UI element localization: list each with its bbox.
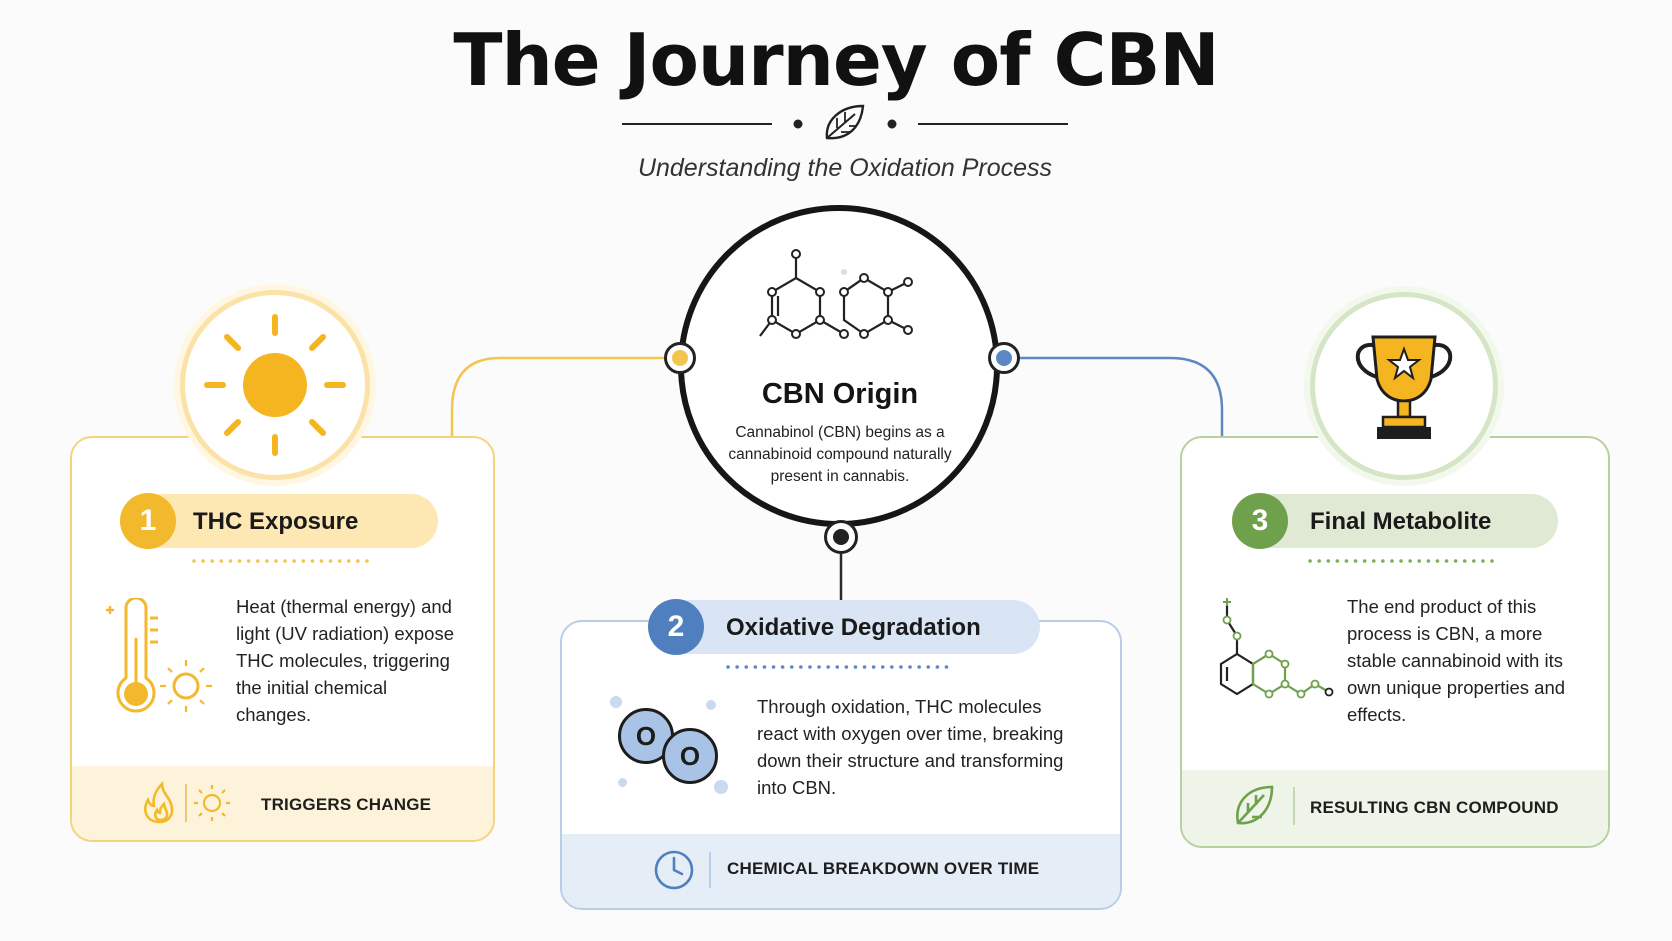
- step-body: The end product of this process is CBN, …: [1347, 596, 1566, 725]
- step-body: Through oxidation, THC molecules react w…: [757, 696, 1064, 798]
- dotted-divider: [192, 559, 372, 563]
- leaf-icon: [1236, 785, 1295, 825]
- flame-icon: [144, 780, 174, 824]
- center-description: Cannabinol (CBN) begins as a cannabinoid…: [728, 424, 952, 485]
- oxygen-molecule-icon: O O: [604, 690, 734, 800]
- sun-icon-circle: [180, 290, 370, 480]
- step-number: 3: [1232, 493, 1288, 549]
- step-body: Heat (thermal energy) and light (UV radi…: [236, 596, 454, 725]
- sun-icon: [204, 314, 346, 456]
- title-divider: [622, 104, 1068, 140]
- footer-label: CHEMICAL BREAKDOWN OVER TIME: [727, 859, 1040, 878]
- footer-icons: [144, 780, 230, 824]
- step-number: 1: [120, 493, 176, 549]
- oxygen-atom: O: [618, 708, 674, 764]
- molecule-icon: [759, 249, 913, 339]
- step-label: THC Exposure: [193, 508, 359, 535]
- thermometer-icon: [106, 598, 212, 713]
- dotted-divider: [726, 665, 952, 669]
- left-connector-node: [664, 342, 696, 374]
- leaf-icon: [825, 104, 865, 140]
- trophy-icon-circle: [1310, 292, 1498, 480]
- right-connector-node: [988, 342, 1020, 374]
- step-card-oxidative-degradation: [560, 620, 1122, 910]
- bottom-connector-node: [824, 520, 858, 554]
- dotted-divider: [1308, 559, 1496, 563]
- clock-icon: [654, 850, 711, 890]
- card-footer: [72, 766, 493, 840]
- center-title: CBN Origin: [761, 378, 919, 410]
- cbn-molecule-icon: [1219, 598, 1334, 699]
- trophy-icon: [1355, 335, 1453, 439]
- subtitle: Understanding the Oxidation Process: [637, 154, 1053, 182]
- footer-label: RESULTING CBN COMPOUND: [1310, 798, 1559, 817]
- sun-small-icon: [194, 785, 230, 821]
- page-title: The Journey of CBN: [453, 18, 1219, 102]
- footer-label: TRIGGERS CHANGE: [261, 795, 432, 814]
- oxygen-atom: O: [662, 728, 718, 784]
- step-number: 2: [648, 599, 704, 655]
- step-label: Final Metabolite: [1310, 508, 1492, 535]
- step-pill-2: [648, 600, 1040, 654]
- step-label: Oxidative Degradation: [726, 614, 981, 641]
